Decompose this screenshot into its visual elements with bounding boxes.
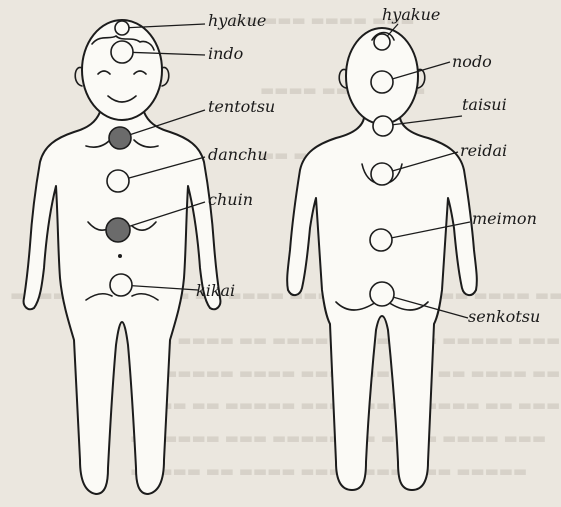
svg-text:▬▬▬▬▬ ▬▬ ▬▬▬▬ ▬▬▬ ▬▬▬▬▬ ▬▬ ▬▬▬: ▬▬▬▬▬ ▬▬ ▬▬▬▬ ▬▬▬ ▬▬▬▬▬ ▬▬ ▬▬▬▬▬ [130,462,527,480]
back-point-marker-reidai [371,163,393,185]
back-point-marker-taisui [373,116,393,136]
front-point-label-danchu: danchu [208,145,268,164]
back-point-label-taisui: taisui [462,95,507,114]
front-point-label-tentotsu: tentotsu [208,97,275,116]
front-navel [118,254,122,258]
front-body-figure [24,20,221,494]
front-point-marker-indo [111,41,133,63]
back-point-label-reidai: reidai [460,141,507,160]
back-point-label-meimon: meimon [472,209,537,228]
back-point-marker-meimon [370,229,392,251]
back-point-marker-senkotsu [370,282,394,306]
front-point-marker-kikai [110,274,132,296]
front-point-indo: indo [111,41,243,63]
front-point-label-kikai: kikai [196,281,235,300]
front-point-marker-chuin [106,218,130,242]
front-right-ear [162,67,169,86]
front-point-label-hyakue: hyakue [208,11,266,30]
front-point-label-chuin: chuin [208,190,253,209]
front-point-label-indo: indo [208,44,243,63]
back-point-label-hyakue: hyakue [382,5,440,24]
front-point-marker-danchu [107,170,129,192]
front-left-ear [75,67,82,86]
back-point-marker-hyakue [374,34,390,50]
front-point-marker-tentotsu [109,127,131,149]
front-point-marker-hyakue [115,21,129,35]
back-point-label-nodo: nodo [452,52,492,71]
back-point-label-senkotsu: senkotsu [468,307,540,326]
back-point-marker-nodo [371,71,393,93]
